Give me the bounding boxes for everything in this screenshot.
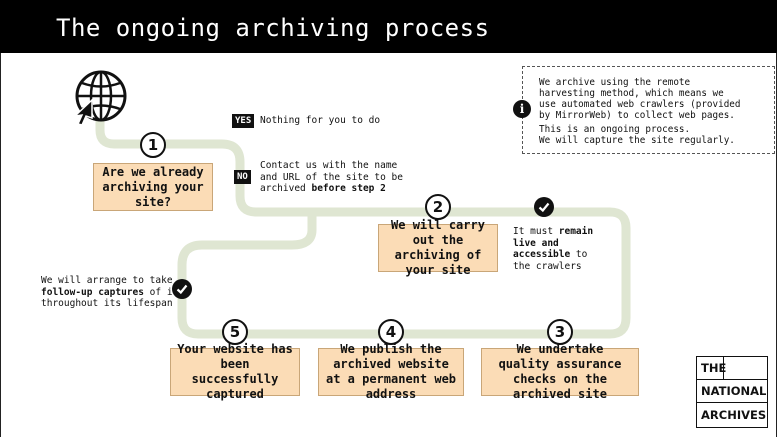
step-4-text: We publish the archived website at a per…: [325, 342, 457, 401]
no-tag: NO: [234, 170, 251, 184]
step-3-box: We undertake quality assurance checks on…: [481, 342, 639, 401]
check-icon: [534, 197, 554, 217]
followup-note: We will arrange to take follow-up captur…: [41, 275, 179, 309]
cursor-icon: [72, 98, 93, 126]
info-para-2: This is an ongoing process. We will capt…: [539, 124, 735, 146]
step-5-number: 5: [222, 319, 248, 345]
page-title: The ongoing archiving process: [56, 14, 490, 42]
info-para-1: We archive using the remote harvesting m…: [539, 77, 741, 121]
step-4-box: We publish the archived website at a per…: [318, 342, 464, 401]
step-1-text: Are we already archiving your site?: [102, 164, 204, 209]
step-2-box: We will carry out the archiving of your …: [378, 218, 498, 277]
info-box: We archive using the remote harvesting m…: [522, 66, 775, 154]
step-3-number: 3: [547, 319, 573, 345]
no-text: Contact us with the name and URL of the …: [260, 160, 403, 194]
check-icon: [172, 279, 192, 299]
yes-text: Nothing for you to do: [260, 115, 381, 126]
header-bar: The ongoing archiving process: [0, 0, 777, 53]
requirement-note: It must remain live and accessible to th…: [513, 226, 594, 272]
step-3-text: We undertake quality assurance checks on…: [498, 342, 622, 401]
info-icon: i: [513, 100, 531, 118]
step-2-number: 2: [425, 194, 451, 220]
national-archives-logo: THE NATIONAL ARCHIVES: [696, 356, 768, 428]
step-1-box: Are we already archiving your site?: [93, 163, 213, 211]
step-4-number: 4: [378, 319, 404, 345]
step-1-number: 1: [140, 132, 166, 158]
yes-tag: YES: [232, 114, 255, 128]
step-2-text: We will carry out the archiving of your …: [391, 218, 485, 277]
step-5-box: Your website has been successfully captu…: [170, 342, 300, 401]
step-5-text: Your website has been successfully captu…: [177, 342, 293, 401]
